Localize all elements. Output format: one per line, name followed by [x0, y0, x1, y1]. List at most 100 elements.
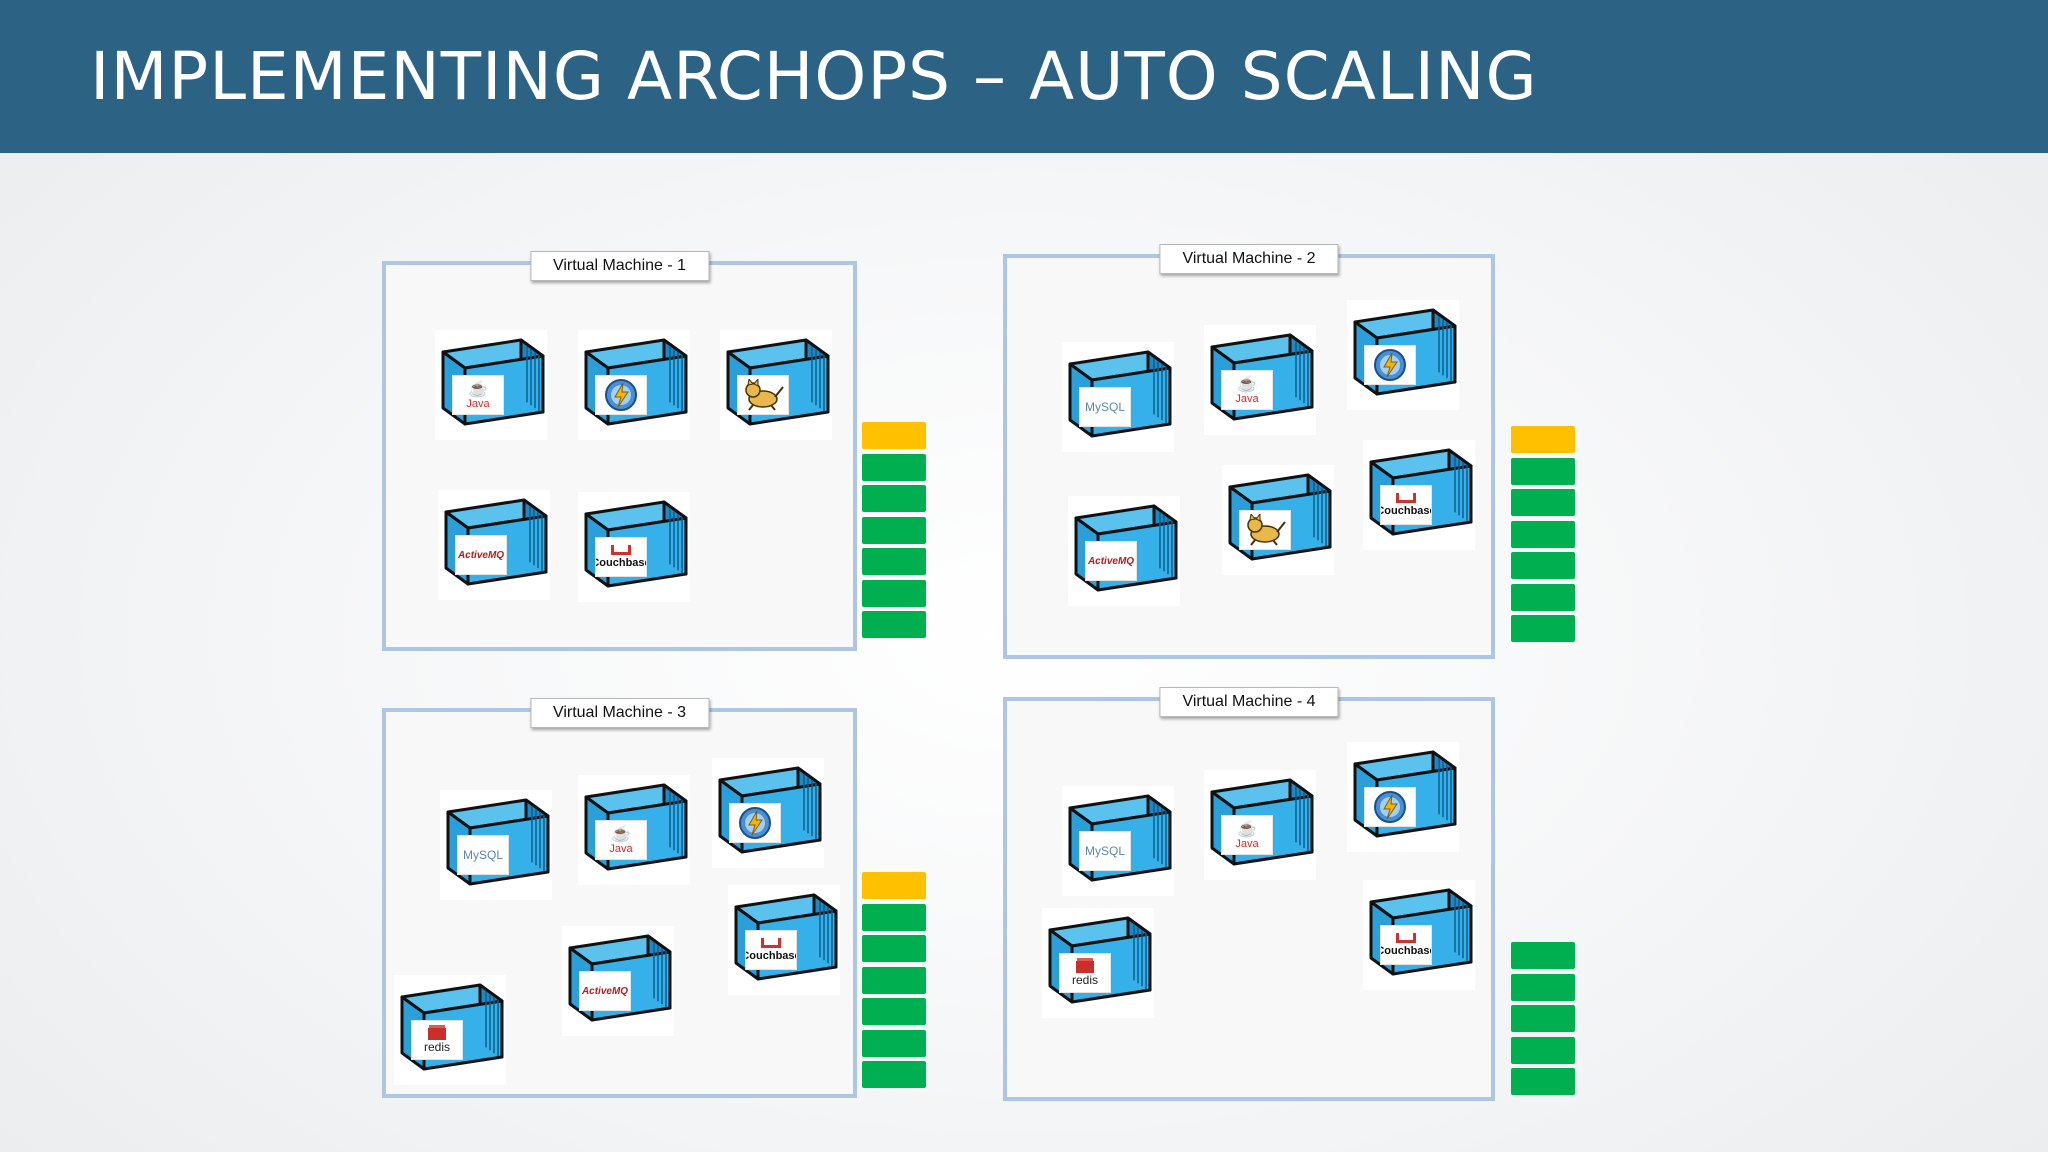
- slot-used: [862, 872, 926, 899]
- slot-free: [1511, 552, 1575, 579]
- container-amq: ActiveMQ: [438, 490, 550, 600]
- vm-label: Virtual Machine - 3: [529, 698, 710, 728]
- logo-text: Couchbase: [596, 557, 646, 569]
- mysql-logo: MySQL: [1079, 387, 1131, 427]
- capacity-slot-stack: [1511, 942, 1575, 1100]
- container-cb: Couchbase: [1363, 880, 1475, 990]
- slot-used: [1511, 426, 1575, 453]
- web-server-bolt-icon: [1364, 787, 1416, 827]
- logo-text: Java: [1235, 392, 1259, 405]
- container-cb: Couchbase: [1363, 440, 1475, 550]
- java-logo: ☕Java: [595, 820, 647, 860]
- container-tomcat: [1222, 465, 1334, 575]
- slot-free: [1511, 489, 1575, 516]
- slot-free: [862, 966, 926, 994]
- container-java: ☕Java: [435, 330, 547, 440]
- redis-logo: redis: [1059, 953, 1111, 993]
- logo-text: Java: [1235, 837, 1259, 850]
- capacity-slot-stack: [862, 422, 926, 643]
- slot-free: [862, 1061, 926, 1088]
- slot-free: [862, 485, 926, 512]
- couchbase-mark-icon: [1396, 933, 1416, 943]
- slot-free: [1511, 457, 1575, 485]
- web-server-bolt-icon: [595, 375, 647, 415]
- slot-free: [862, 935, 926, 962]
- slot-free: [862, 453, 926, 481]
- java-logo: ☕Java: [1221, 370, 1273, 410]
- tomcat-cat-icon: [1239, 510, 1291, 550]
- logo-text: redis: [1071, 972, 1098, 987]
- redis-mark-icon: [1076, 960, 1094, 973]
- container-cb: Couchbase: [728, 885, 840, 995]
- container-java: ☕Java: [578, 775, 690, 885]
- page-title: IMPLEMENTING ARCHOPS – AUTO SCALING: [90, 38, 1538, 115]
- slot-used: [862, 422, 926, 449]
- couchbase-logo: Couchbase: [1380, 925, 1432, 965]
- container-nginx: [1347, 300, 1459, 410]
- logo-text: Couchbase: [1381, 945, 1431, 957]
- activemq-logo: ActiveMQ: [579, 971, 631, 1011]
- container-mysql: MySQL: [440, 790, 552, 900]
- slot-free: [862, 903, 926, 931]
- container-amq: ActiveMQ: [562, 926, 674, 1036]
- container-mysql: MySQL: [1062, 342, 1174, 452]
- slot-free: [1511, 615, 1575, 642]
- container-redis: redis: [394, 975, 506, 1085]
- slot-free: [862, 579, 926, 607]
- slot-free: [1511, 942, 1575, 969]
- activemq-logo: ActiveMQ: [455, 535, 507, 575]
- container-tomcat: [720, 330, 832, 440]
- activemq-logo: ActiveMQ: [1085, 541, 1137, 581]
- logo-text: Java: [466, 397, 490, 410]
- slot-free: [862, 516, 926, 544]
- java-logo: ☕Java: [452, 375, 504, 415]
- slot-free: [1511, 1068, 1575, 1095]
- container-amq: ActiveMQ: [1068, 496, 1180, 606]
- container-java: ☕Java: [1204, 325, 1316, 435]
- redis-mark-icon: [428, 1027, 446, 1040]
- slot-free: [862, 998, 926, 1025]
- container-nginx: [1347, 742, 1459, 852]
- web-server-bolt-icon: [729, 803, 781, 843]
- slot-free: [1511, 520, 1575, 548]
- container-cube-icon: [1228, 473, 1332, 561]
- capacity-slot-stack: [862, 872, 926, 1093]
- slot-free: [862, 611, 926, 638]
- mysql-logo: MySQL: [457, 835, 509, 875]
- tomcat-cat-icon: [737, 375, 789, 415]
- container-cb: Couchbase: [578, 492, 690, 602]
- logo-text: Couchbase: [1381, 505, 1431, 517]
- mysql-logo: MySQL: [1079, 831, 1131, 871]
- logo-text: Couchbase: [746, 950, 796, 962]
- web-server-bolt-icon: [1364, 345, 1416, 385]
- container-java: ☕Java: [1204, 770, 1316, 880]
- couchbase-mark-icon: [1396, 493, 1416, 503]
- logo-text: redis: [423, 1039, 450, 1054]
- java-logo: ☕Java: [1221, 815, 1273, 855]
- title-bar: IMPLEMENTING ARCHOPS – AUTO SCALING: [0, 0, 2048, 153]
- capacity-slot-stack: [1511, 426, 1575, 647]
- container-mysql: MySQL: [1062, 786, 1174, 896]
- vm-label: Virtual Machine - 4: [1159, 687, 1339, 717]
- container-nginx: [578, 330, 690, 440]
- slot-free: [1511, 973, 1575, 1001]
- java-cup-icon: ☕: [611, 825, 631, 843]
- couchbase-mark-icon: [611, 545, 631, 555]
- slot-free: [862, 548, 926, 575]
- logo-text: Java: [609, 842, 633, 855]
- slot-free: [1511, 1005, 1575, 1032]
- container-redis: redis: [1042, 908, 1154, 1018]
- redis-logo: redis: [411, 1020, 463, 1060]
- java-cup-icon: ☕: [468, 380, 488, 398]
- vm-label: Virtual Machine - 2: [1159, 244, 1339, 274]
- couchbase-logo: Couchbase: [745, 930, 797, 970]
- couchbase-logo: Couchbase: [595, 537, 647, 577]
- vm-label: Virtual Machine - 1: [529, 251, 710, 281]
- couchbase-logo: Couchbase: [1380, 485, 1432, 525]
- java-cup-icon: ☕: [1237, 375, 1257, 393]
- slot-free: [1511, 583, 1575, 611]
- slot-free: [862, 1029, 926, 1057]
- java-cup-icon: ☕: [1237, 820, 1257, 838]
- container-nginx: [712, 758, 824, 868]
- slot-free: [1511, 1036, 1575, 1064]
